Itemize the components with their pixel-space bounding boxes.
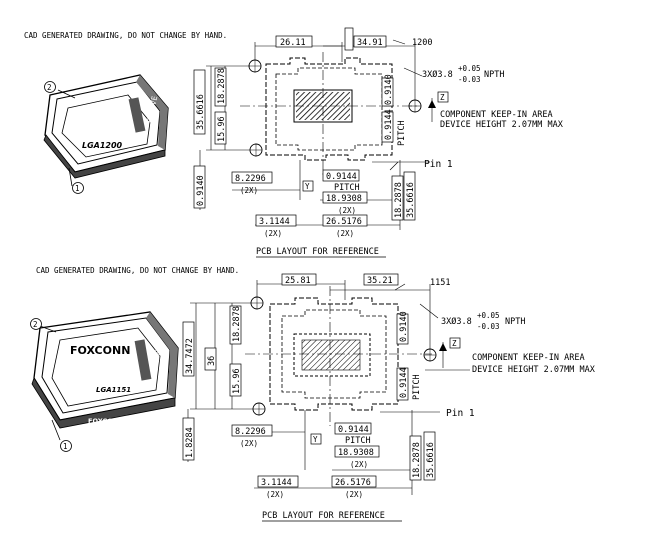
top-dim-189308-2x: (2X) [338,206,356,215]
top-dim-w-right: 34.91 [357,38,383,48]
top-cad-note: CAD GENERATED DRAWING, DO NOT CHANGE BY … [24,31,227,40]
bottom-hole-spec: 3XØ3.8 [441,316,472,327]
top-pin1-label: Pin 1 [424,159,453,170]
top-pitch2: PITCH [334,183,360,193]
bottom-drawing: CAD GENERATED DRAWING, DO NOT CHANGE BY … [30,266,596,522]
bottom-hole-tol-plus: +0.05 [477,311,500,320]
bottom-dim-labels: 25.81 35.21 1151 3XØ3.8 +0.05 -0.03 NPTH… [182,273,596,499]
bottom-keepin-line1: COMPONENT KEEP-IN AREA [472,353,585,363]
bottom-dim-left-vert: 1.8284 [185,427,195,458]
bottom-dim-189308: 18.9308 [338,448,374,458]
bottom-dim-31144-2x: (2X) [266,490,284,499]
bottom-dim-h1: 18.2878 [232,306,242,342]
top-hole-type: NPTH [484,70,504,80]
bottom-dim-82296-2x: (2X) [240,439,258,448]
top-dim-r-top: 0.9140 [384,74,394,105]
bottom-socket-illustration: REMOVE FOXCONN LGA1151 FOXCONN 2 1 [30,311,179,452]
bottom-hole-tol-minus: -0.03 [477,322,500,331]
top-dim-w-left: 26.11 [280,38,306,48]
top-dim-82296: 8.2296 [235,174,266,184]
top-drawing: CAD GENERATED DRAWING, DO NOT CHANGE BY … [24,27,564,258]
bottom-dim-h36: 36 [207,356,217,366]
bottom-socket-brand: FOXCONN [70,344,130,357]
top-keepin-line2: DEVICE HEIGHT 2.07MM MAX [440,120,564,130]
bottom-callout-2: 2 [33,320,38,329]
bottom-socket-brand-small: FOXCONN [88,417,124,425]
top-dim-265176-2x: (2X) [336,229,354,238]
bottom-dim-82296: 8.2296 [235,427,266,437]
bottom-pitch-label: PITCH [412,374,422,400]
top-hole-tol-plus: +0.05 [458,64,481,73]
bottom-dim-189308-2x: (2X) [350,460,368,469]
top-dim-r-mid: 0.9144 [384,109,394,140]
top-dim-265176: 26.5176 [326,217,362,227]
bottom-dim-h-outer: 34.7472 [185,338,195,374]
bottom-dim-265176-2x: (2X) [345,490,363,499]
bottom-pcb-outline [245,286,437,426]
top-dim-31144: 3.1144 [259,217,290,227]
top-socket-illustration: REMOVE LGA1200 2 1 [43,74,169,194]
top-dim-labels: 26.11 34.91 1200 3XØ3.8 +0.05 -0.03 NPTH… [193,27,564,238]
bottom-dim-09144: 0.9144 [338,425,369,435]
top-dim-h2: 15.96 [217,116,227,142]
bottom-dim-w-right: 35.21 [367,276,393,286]
top-hole-spec: 3XØ3.8 [422,69,453,80]
bottom-dim-rb1: 18.2878 [412,442,422,478]
top-keepin-line1: COMPONENT KEEP-IN AREA [440,110,553,120]
top-pcb-outline [240,52,422,178]
top-callout-1: 1 [75,184,80,193]
bottom-keepin-line2: DEVICE HEIGHT 2.07MM MAX [472,365,596,375]
top-socket-chip-label: LGA1200 [82,141,123,150]
bottom-dim-r-mid: 0.9144 [399,367,409,398]
bottom-pin1-label: Pin 1 [446,408,475,419]
bottom-part-number: 1151 [430,278,450,288]
top-datum-z: Z [440,93,445,102]
bottom-datum-y: Y [313,435,318,444]
top-caption: PCB LAYOUT FOR REFERENCE [256,247,379,257]
bottom-hole-type: NPTH [505,317,525,327]
top-dim-left-vert: 0.9140 [196,175,206,206]
top-datum-y: Y [305,182,310,191]
bottom-datum-z: Z [452,339,457,348]
bottom-dim-w-left: 25.81 [285,276,311,286]
top-hole-tol-minus: -0.03 [458,75,481,84]
top-dim-h1: 18.2878 [217,68,227,104]
bottom-dim-h2: 15.96 [232,368,242,394]
top-dim-189308: 18.9308 [326,194,362,204]
bottom-pitch2: PITCH [345,436,371,446]
bottom-dim-31144: 3.1144 [261,478,292,488]
top-dim-h-outer: 35.6616 [196,94,206,130]
top-dim-09144: 0.9144 [326,172,357,182]
top-dim-82296-2x: (2X) [240,186,258,195]
bottom-socket-chip-label: LGA1151 [96,386,131,394]
bottom-callout-1: 1 [63,442,68,451]
top-callout-2: 2 [47,83,52,92]
top-pitch-label: PITCH [397,120,407,146]
bottom-dim-265176: 26.5176 [335,478,371,488]
top-part-number: 1200 [412,38,432,48]
bottom-dim-rb2: 35.6616 [426,442,436,478]
top-dim-rb1: 18.2878 [394,182,404,218]
bottom-caption: PCB LAYOUT FOR REFERENCE [262,511,385,521]
bottom-dim-r-top: 0.9140 [399,311,409,342]
top-dim-31144-2x: (2X) [264,229,282,238]
bottom-cad-note: CAD GENERATED DRAWING, DO NOT CHANGE BY … [36,266,239,275]
top-dim-rb2: 35.6616 [406,182,416,218]
